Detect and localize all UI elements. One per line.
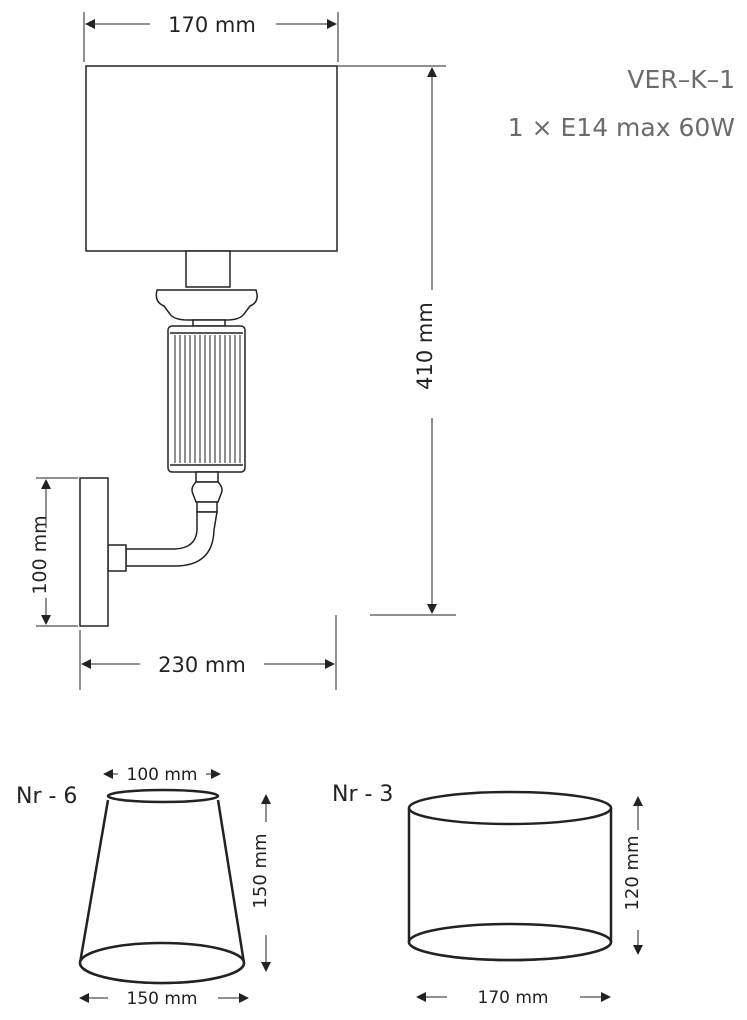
shade-nr3-top [407, 790, 613, 826]
shade-nr3-height-label: 120 mm [622, 835, 643, 910]
model-code: VER–K–1 [627, 65, 735, 94]
shade-nr6-name: Nr - 6 [16, 784, 77, 809]
shade-nr3-name: Nr - 3 [332, 782, 393, 807]
shade-nr3-width-label: 170 mm [478, 988, 549, 1008]
projection-label: 230 mm [158, 653, 246, 677]
shade-nr6-top-label: 100 mm [127, 765, 198, 785]
shade-nr3: Nr - 3 120 mm 170 mm [332, 782, 643, 1008]
bulb-spec: 1 × E14 max 60W [508, 113, 735, 142]
lamp-shade [85, 65, 338, 252]
cup-neck [192, 319, 226, 327]
base-height-label: 100 mm [29, 515, 51, 594]
shade-nr6-top [106, 788, 220, 804]
lamp-arm [125, 511, 218, 567]
knuckle-top [195, 471, 219, 483]
wall-plate [79, 477, 109, 627]
wall-lamp [79, 65, 338, 627]
shade-width-label: 170 mm [168, 13, 256, 37]
shade-nr6: Nr - 6 100 mm 150 mm 150 mm [16, 765, 271, 1009]
shade-nr6-bottom-label: 150 mm [127, 989, 198, 1009]
arm-connector [107, 544, 127, 572]
lamp-socket [185, 250, 231, 288]
dimension-lines [36, 12, 456, 690]
lamp-cup [155, 289, 258, 321]
knuckle-bottom [196, 501, 218, 513]
column-flutes [174, 335, 241, 463]
total-height-label: 410 mm [413, 302, 437, 390]
shade-nr6-height-label: 150 mm [250, 833, 271, 908]
shade-nr6-bottom [78, 941, 246, 985]
knuckle [191, 481, 223, 503]
shade-nr3-bottom [407, 922, 613, 962]
